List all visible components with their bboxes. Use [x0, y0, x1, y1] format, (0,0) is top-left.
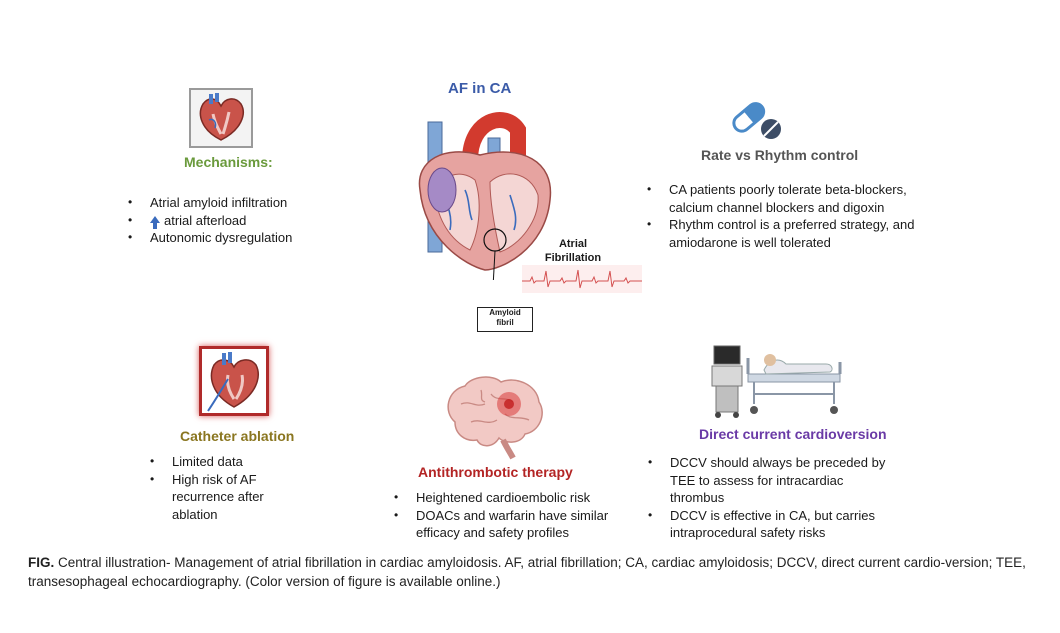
list-item: DOACs and warfarin have similar efficacy… — [394, 507, 634, 542]
list-item: CA patients poorly tolerate beta-blocker… — [647, 181, 917, 216]
heart-anatomy-icon — [418, 112, 552, 280]
mechanisms-icon-frame — [189, 88, 253, 148]
rate-rhythm-title: Rate vs Rhythm control — [701, 147, 859, 163]
list-item: Atrial amyloid infiltration — [128, 194, 348, 212]
amyloid-fibril-label: Amyloid fibril — [477, 307, 533, 332]
dccv-title: Direct current cardioversion — [699, 426, 887, 442]
af-in-ca-title: AF in CA — [448, 80, 512, 97]
catheter-icon-frame — [199, 346, 269, 416]
af-label: Atrial Fibrillation — [544, 238, 602, 264]
list-item: DCCV is effective in CA, but carries int… — [648, 507, 898, 542]
list-item: atrial afterload — [128, 212, 348, 230]
mechanisms-title: Mechanisms: — [184, 154, 273, 170]
cardioversion-bed-icon — [711, 345, 842, 418]
list-item: Limited data — [150, 453, 300, 471]
list-item: Autonomic dysregulation — [128, 229, 348, 247]
heart-catheter-icon — [207, 352, 259, 412]
brain-icon — [447, 376, 543, 460]
figure-caption: FIG. Central illustration- Management of… — [28, 553, 1038, 591]
list-item: Rhythm control is a preferred strategy, … — [647, 216, 917, 251]
mechanisms-list: Atrial amyloid infiltration atrial after… — [128, 194, 348, 247]
antithrombotic-list: Heightened cardioembolic risk DOACs and … — [394, 489, 634, 542]
catheter-title: Catheter ablation — [180, 428, 295, 444]
catheter-list: Limited data High risk of AF recurrence … — [150, 453, 300, 523]
heart-cross-section-icon — [199, 93, 244, 141]
figure-label: FIG. — [28, 555, 55, 570]
list-item: Heightened cardioembolic risk — [394, 489, 634, 507]
rate-rhythm-list: CA patients poorly tolerate beta-blocker… — [647, 181, 917, 251]
ecg-strip-icon — [522, 265, 642, 293]
up-arrow-icon — [150, 215, 160, 229]
antithrombotic-title: Antithrombotic therapy — [418, 464, 573, 480]
dccv-list: DCCV should always be preceded by TEE to… — [648, 454, 898, 542]
list-item: DCCV should always be preceded by TEE to… — [648, 454, 898, 507]
caption-text: Central illustration- Management of atri… — [28, 555, 1026, 589]
pill-capsule-icon — [732, 102, 781, 139]
list-item: High risk of AF recurrence after ablatio… — [150, 471, 300, 524]
